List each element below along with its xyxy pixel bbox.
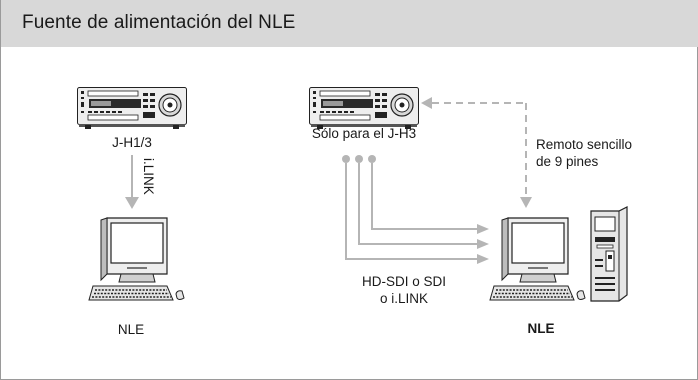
right-deck-label: Sólo para el J-H3 xyxy=(311,126,417,141)
ilink-label: i.LINK xyxy=(141,158,156,195)
left-nle-label: NLE xyxy=(117,322,145,337)
header-band: Fuente de alimentación del NLE xyxy=(1,0,698,47)
vtr-deck-right-icon xyxy=(309,86,419,129)
remote-label-line2: de 9 pines xyxy=(536,154,599,169)
remote-dashed-line xyxy=(421,97,532,208)
vtr-deck-left-icon xyxy=(77,86,187,129)
remote-label-line1: Remoto sencillo xyxy=(536,137,633,152)
sdi-connection-lines xyxy=(342,155,489,264)
nle-monitor-right-icon xyxy=(489,217,586,301)
sdi-label-line2: o i.LINK xyxy=(379,291,429,306)
sdi-label-line1: HD-SDI o SDI xyxy=(361,274,446,289)
computer-tower-icon xyxy=(590,206,628,302)
left-deck-label: J-H1/3 xyxy=(112,135,152,150)
ilink-arrow-left xyxy=(125,155,139,209)
right-nle-label: NLE xyxy=(527,321,555,336)
nle-monitor-left-icon xyxy=(88,217,185,301)
diagram-title: Fuente de alimentación del NLE xyxy=(22,12,296,33)
